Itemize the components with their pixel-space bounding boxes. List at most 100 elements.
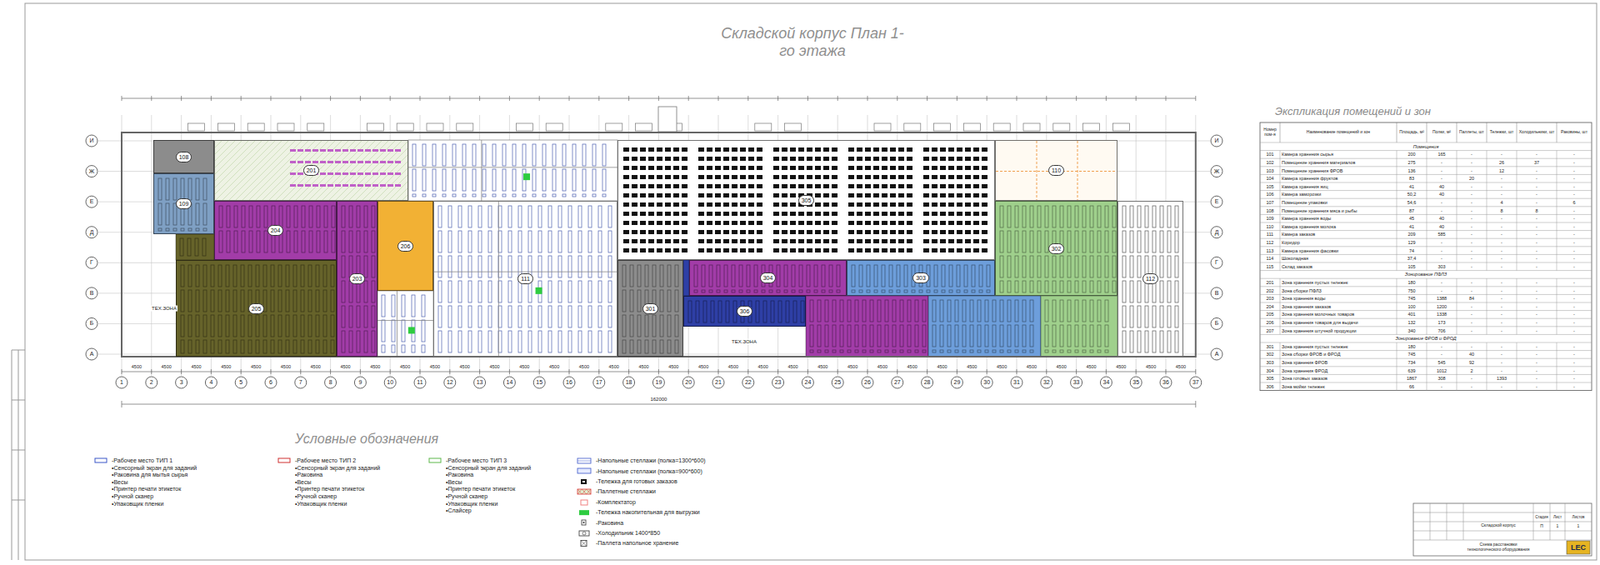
shelf-symbol bbox=[881, 265, 885, 287]
shelf-symbol bbox=[320, 160, 326, 164]
shelf-symbol bbox=[979, 290, 983, 293]
gate-symbol bbox=[904, 123, 921, 131]
table-cell: - bbox=[1573, 167, 1575, 173]
cart-symbol bbox=[773, 184, 780, 189]
shelf-symbol bbox=[1137, 230, 1141, 253]
dimension-tick bbox=[420, 95, 421, 101]
axis-number: 12 bbox=[446, 379, 454, 386]
shelf-symbol bbox=[889, 265, 893, 287]
shelf-symbol bbox=[528, 230, 532, 253]
shelf-symbol bbox=[330, 315, 335, 337]
shelf-symbol bbox=[210, 290, 215, 312]
dimension-tick bbox=[479, 95, 480, 101]
shelf-symbol bbox=[421, 345, 425, 353]
shelf-symbol bbox=[716, 290, 720, 293]
hatch-line bbox=[300, 140, 362, 201]
cart-symbol bbox=[748, 165, 755, 170]
table-line bbox=[1556, 214, 1558, 223]
shelf-symbol bbox=[1105, 230, 1109, 253]
cart-symbol bbox=[656, 193, 663, 198]
shelf-symbol bbox=[915, 300, 919, 322]
cart-symbol bbox=[981, 156, 988, 161]
shelf-symbol bbox=[349, 305, 353, 328]
dimension: 4500 bbox=[190, 364, 201, 370]
stamp-line bbox=[11, 500, 25, 501]
shelf-symbol bbox=[468, 230, 472, 253]
dimension-tick bbox=[1105, 369, 1107, 375]
shelf-symbol bbox=[1007, 280, 1011, 293]
shelf-symbol bbox=[1105, 300, 1109, 322]
axis-number: 28 bbox=[924, 379, 931, 386]
table-line bbox=[1486, 286, 1488, 295]
table-cell: 41 bbox=[1409, 224, 1415, 230]
hatch-line bbox=[215, 140, 255, 201]
cart-symbol bbox=[931, 165, 938, 170]
cart-symbol bbox=[798, 239, 805, 244]
shelf-symbol bbox=[1052, 350, 1056, 353]
shelf-symbol bbox=[754, 290, 758, 293]
table-line bbox=[1280, 214, 1281, 223]
zone-area: 108 bbox=[153, 140, 215, 174]
shelf-symbol bbox=[608, 255, 612, 278]
table-line bbox=[1426, 214, 1428, 223]
axis-letter: Д bbox=[90, 229, 95, 236]
cart-symbol bbox=[848, 165, 855, 170]
cart-symbol bbox=[623, 175, 630, 180]
shelf-symbol bbox=[904, 265, 908, 287]
table-line bbox=[1396, 366, 1398, 375]
axis-letter: Ж bbox=[89, 168, 95, 175]
table-line bbox=[1426, 326, 1428, 335]
shelf-symbol bbox=[279, 205, 283, 228]
table-cell: - bbox=[1440, 200, 1443, 205]
shelf-symbol bbox=[932, 325, 936, 347]
cart-symbol bbox=[881, 147, 888, 152]
shelf-symbol bbox=[270, 265, 275, 287]
table-cell: Камера хранения сырья bbox=[1281, 151, 1334, 157]
zone-fill bbox=[928, 295, 1041, 357]
gate-symbol bbox=[934, 123, 951, 131]
table-line bbox=[1260, 294, 1592, 295]
table-cell: - bbox=[1500, 184, 1503, 190]
shelf-symbol bbox=[778, 300, 782, 323]
table-line bbox=[1426, 294, 1428, 303]
axis-bubble bbox=[861, 376, 874, 389]
table-cell: - bbox=[1470, 160, 1473, 165]
shelf-symbol bbox=[203, 203, 207, 225]
shelf-symbol bbox=[1067, 350, 1071, 353]
cart-symbol bbox=[756, 184, 763, 189]
zone-area: 109 bbox=[153, 173, 215, 235]
table-line bbox=[1556, 358, 1558, 367]
shelf-symbol bbox=[1122, 230, 1126, 253]
axis-bubble bbox=[772, 376, 785, 389]
cart-symbol bbox=[848, 211, 855, 216]
shelf-symbol bbox=[356, 230, 360, 253]
table-line bbox=[1486, 230, 1488, 240]
cart-symbol bbox=[665, 184, 671, 189]
axis-bubble bbox=[145, 376, 158, 389]
title-block-line bbox=[1430, 503, 1431, 540]
gate-symbol bbox=[785, 123, 802, 131]
title-block-line bbox=[1565, 503, 1566, 540]
dimension-tick bbox=[658, 369, 660, 375]
shelf-symbol bbox=[1082, 205, 1086, 228]
shelf-symbol bbox=[800, 300, 805, 323]
cart-symbol bbox=[723, 165, 730, 170]
dimension-tick bbox=[867, 369, 869, 375]
table-line bbox=[1426, 310, 1428, 320]
shelf-symbol bbox=[327, 160, 334, 164]
cart-symbol bbox=[673, 193, 680, 198]
dimension-tick bbox=[330, 95, 331, 101]
cart-symbol bbox=[873, 248, 880, 253]
axis-bubble bbox=[85, 317, 98, 330]
shelf-symbol bbox=[934, 265, 938, 287]
cart-symbol bbox=[723, 239, 730, 244]
shelf-symbol bbox=[472, 169, 476, 191]
table-cell: 54,6 bbox=[1407, 200, 1417, 205]
shelf-symbol bbox=[568, 330, 572, 353]
cart-symbol bbox=[631, 184, 638, 189]
cart-symbol bbox=[715, 175, 721, 180]
title-block-line bbox=[1463, 503, 1465, 540]
axis-bubble bbox=[980, 376, 993, 389]
shelf-symbol bbox=[1137, 255, 1141, 278]
shelf-symbol bbox=[478, 330, 482, 353]
